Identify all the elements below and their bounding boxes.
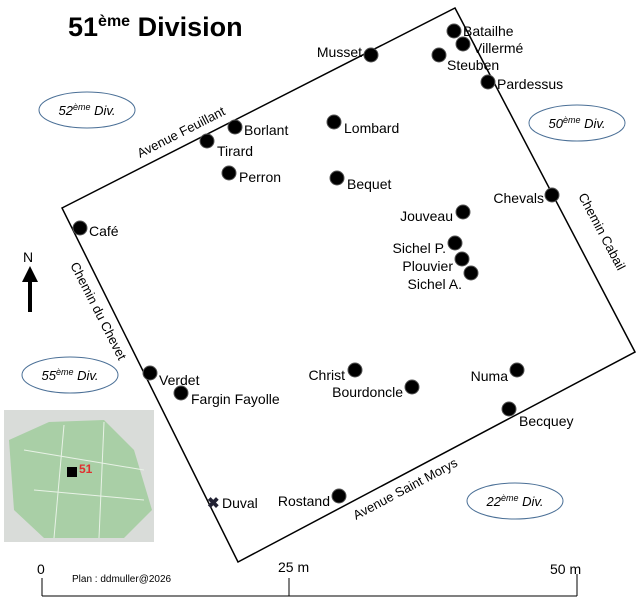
grave-marker[interactable]: Verdet <box>142 365 200 388</box>
grave-dot <box>221 165 237 181</box>
minimap-graphic: 51 <box>9 420 152 539</box>
scale-tick-0: 0 <box>37 561 45 577</box>
neighbor-division: 22ème Div. <box>466 482 564 520</box>
grave-label: Chevals <box>493 190 544 206</box>
grave-marker[interactable]: Sichel A. <box>408 265 479 292</box>
street-west: Chemin du Chevet <box>67 260 129 363</box>
neighbor-division: 50ème Div. <box>528 104 626 142</box>
scale-tick-25: 25 m <box>278 559 309 575</box>
grave-dot <box>431 47 447 63</box>
grave-dot <box>347 362 363 378</box>
neighbor-division-label: 22ème Div. <box>485 493 543 509</box>
map-credit: Plan : ddmuller@2026 <box>72 574 172 585</box>
grave-marker[interactable]: Lombard <box>326 114 399 136</box>
grave-label: Batailhe <box>463 23 514 39</box>
grave-label: Café <box>89 223 119 239</box>
minimap-division-label: 51 <box>79 462 93 476</box>
grave-label: Christ <box>308 367 345 383</box>
grave-dot <box>331 488 347 504</box>
grave-marker[interactable]: Pardessus <box>480 74 563 92</box>
grave-marker[interactable]: Fargin Fayolle <box>173 385 280 407</box>
grave-marker[interactable]: Bourdoncle <box>332 379 420 400</box>
grave-label: Rostand <box>278 493 330 509</box>
grave-marker[interactable]: Plouvier <box>402 251 470 274</box>
grave-dot <box>404 379 420 395</box>
grave-label: Tirard <box>217 143 253 159</box>
grave-marker[interactable]: Café <box>72 220 119 239</box>
grave-dot <box>173 385 189 401</box>
grave-label: Duval <box>222 495 258 511</box>
grave-marker[interactable]: Numa <box>471 362 525 384</box>
grave-marker[interactable]: Borlant <box>227 119 288 138</box>
grave-marker[interactable]: Tirard <box>199 133 253 159</box>
street-east: Chemin Cabail <box>575 190 628 272</box>
grave-dot <box>329 170 345 186</box>
street-south: Avenue Saint Morys <box>350 455 460 523</box>
grave-label: Bequet <box>347 176 391 192</box>
grave-label: Perron <box>239 169 281 185</box>
neighbor-division-label: 55ème Div. <box>41 367 98 383</box>
grave-marker[interactable]: Jouveau <box>400 204 471 224</box>
cross-icon: ✖ <box>207 495 220 512</box>
grave-label: Musset <box>317 44 362 60</box>
location-minimap: 51 <box>4 410 154 542</box>
grave-dot <box>509 362 525 378</box>
grave-dot <box>227 119 243 135</box>
grave-dot <box>544 187 560 203</box>
grave-marker[interactable]: Villermé <box>455 36 524 56</box>
grave-label: Steuben <box>447 57 499 73</box>
grave-label: Villermé <box>473 40 524 56</box>
grave-label: Verdet <box>159 372 200 388</box>
neighbor-division: 55ème Div. <box>21 356 119 394</box>
grave-dot <box>446 23 462 39</box>
grave-label: Numa <box>471 368 509 384</box>
grave-dot <box>455 204 471 220</box>
north-label: N <box>23 249 33 265</box>
grave-label: Fargin Fayolle <box>191 391 280 407</box>
neighbor-division-label: 52ème Div. <box>58 102 115 118</box>
grave-dot <box>455 36 471 52</box>
grave-marker[interactable]: Steuben <box>431 47 499 73</box>
scale-tick-50: 50 m <box>550 561 581 577</box>
street-north: Avenue Feuillant <box>135 103 228 160</box>
grave-label: Sichel A. <box>408 276 462 292</box>
grave-dot <box>501 401 517 417</box>
grave-label: Plouvier <box>402 258 453 274</box>
grave-label: Becquey <box>519 413 573 429</box>
grave-dot <box>326 114 342 130</box>
grave-dot <box>447 235 463 251</box>
grave-label: Borlant <box>244 122 288 138</box>
grave-marker[interactable]: Batailhe <box>446 23 514 39</box>
grave-marker[interactable]: Chevals <box>493 187 560 206</box>
grave-label: Lombard <box>344 120 399 136</box>
grave-dot <box>199 133 215 149</box>
grave-marker[interactable]: Musset <box>317 44 379 63</box>
grave-marker[interactable]: Bequet <box>329 170 391 192</box>
neighbor-division: 52ème Div. <box>38 91 136 129</box>
grave-label: Sichel P. <box>393 240 446 256</box>
grave-label: Jouveau <box>400 208 453 224</box>
scale-bar: 0 25 m 50 m Plan : ddmuller@2026 <box>37 559 581 597</box>
grave-dot <box>463 265 479 281</box>
grave-dot <box>363 47 379 63</box>
division-boundary <box>60 6 637 564</box>
grave-marker[interactable]: Perron <box>221 165 281 185</box>
grave-label: Bourdoncle <box>332 384 403 400</box>
grave-label: Pardessus <box>497 76 563 92</box>
grave-dot <box>72 220 88 236</box>
grave-dot <box>480 74 496 90</box>
neighbor-division-label: 50ème Div. <box>548 115 605 131</box>
grave-dot <box>454 251 470 267</box>
grave-marker[interactable]: Rostand <box>278 488 347 509</box>
grave-marker[interactable]: Becquey <box>501 401 573 429</box>
grave-marker[interactable]: Christ <box>308 362 363 383</box>
grave-dot <box>142 365 158 381</box>
grave-marker[interactable]: ✖Duval <box>207 495 258 512</box>
north-arrow: N <box>22 249 38 312</box>
page-title: 51ème Division <box>68 12 243 42</box>
grave-marker[interactable]: Sichel P. <box>393 235 463 256</box>
